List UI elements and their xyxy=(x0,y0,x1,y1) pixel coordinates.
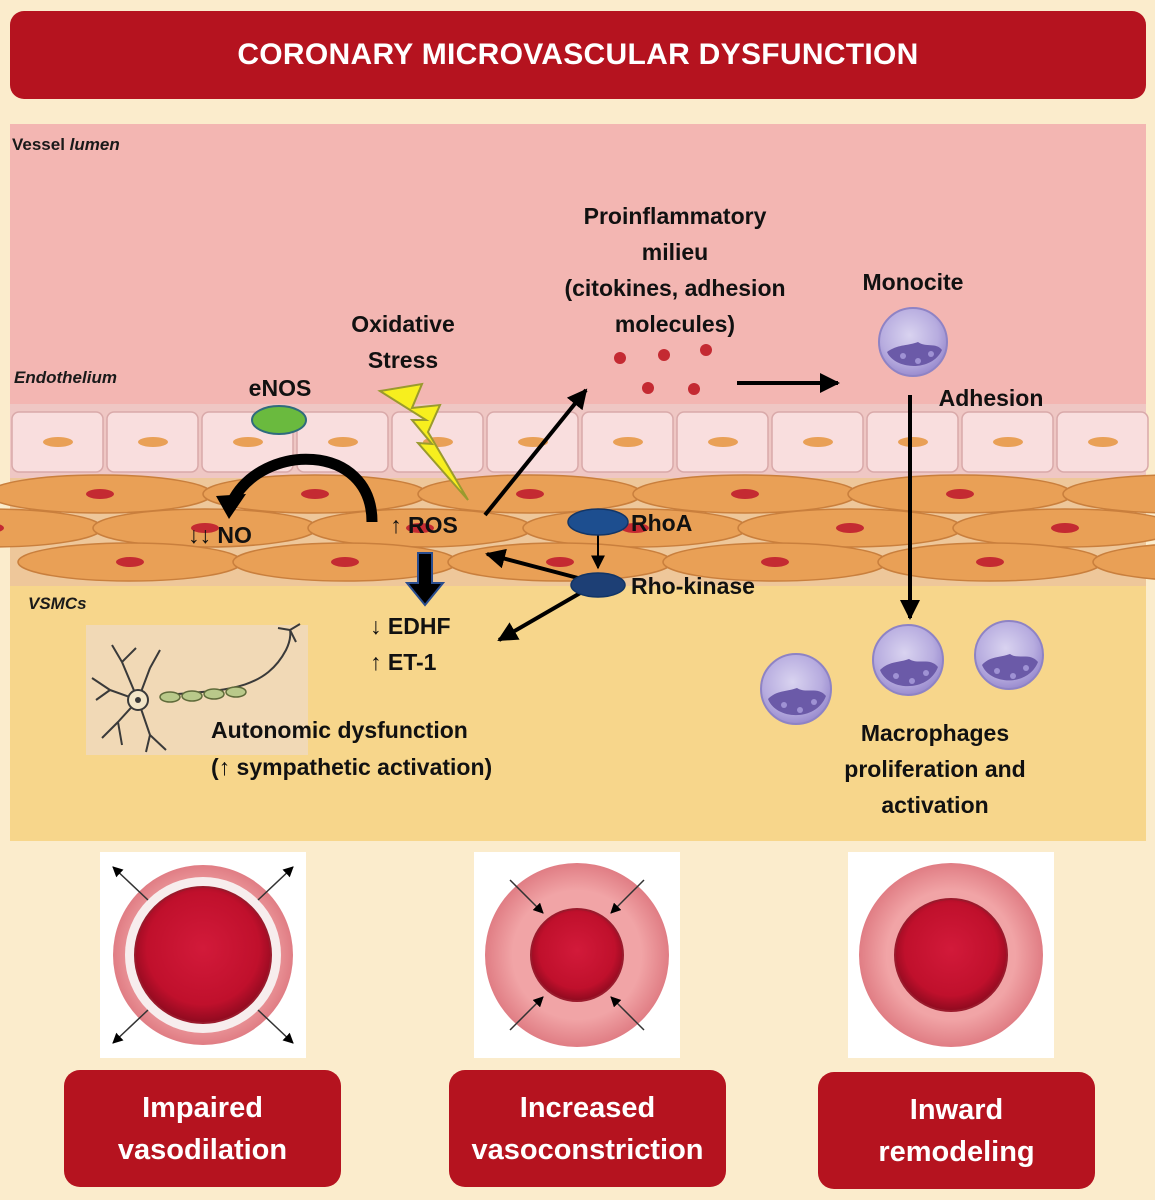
milieu-line-1: Proinflammatory xyxy=(583,203,767,229)
enos-curved-arrowhead xyxy=(216,494,246,519)
no-label: ↓↓ NO xyxy=(188,522,252,548)
neuron-icon xyxy=(86,623,308,755)
oxidative-line: Oxidative xyxy=(351,311,455,337)
outcome-3-line-1: Inward xyxy=(909,1093,1004,1126)
smooth-muscle-nucleus xyxy=(116,557,144,567)
smooth-muscle-nucleus xyxy=(331,557,359,567)
proinflammatory-milieu-label: Proinflammatory milieu (citokines, adhes… xyxy=(520,198,830,342)
outcome-inward-remodeling: Inward remodeling xyxy=(818,1072,1095,1189)
lumen-italic: lumen xyxy=(69,135,120,154)
vsmc-zone-label: VSMCs xyxy=(28,594,87,613)
stress-line: Stress xyxy=(367,347,439,373)
rhokinase-to-ros-arrow xyxy=(485,548,579,580)
endothelial-nucleus xyxy=(613,437,643,447)
smooth-muscle-nucleus xyxy=(761,557,789,567)
rhokinase-ellipse xyxy=(570,572,626,598)
vessel-cross-section-icon xyxy=(859,863,1043,1047)
ros-to-milieu-arrow xyxy=(483,388,588,517)
macrophage-icons xyxy=(760,620,1044,725)
endothelium-zone-label: Endothelium xyxy=(14,368,117,387)
macrophages-line-3: activation xyxy=(881,792,989,818)
macrophage-3 xyxy=(974,620,1044,690)
smooth-muscle-nucleus xyxy=(191,523,219,533)
monocyte-icon xyxy=(878,307,948,377)
adhesion-label: Adhesion xyxy=(938,385,1044,411)
milieu-line-4: molecules) xyxy=(614,311,736,337)
autonomic-line-1: Autonomic dysfunction xyxy=(211,717,468,743)
milieu-line-3: (citokines, adhesion xyxy=(564,275,786,301)
smooth-muscle-cell xyxy=(1092,544,1155,580)
endothelial-nucleus xyxy=(898,437,928,447)
lightning-icon xyxy=(377,382,469,501)
et1-label: ↑ ET-1 xyxy=(370,649,437,675)
smooth-muscle-nucleus xyxy=(546,557,574,567)
vessel-lumen-zone xyxy=(10,124,1146,410)
macrophages-line-1: Macrophages xyxy=(860,720,1010,746)
lumen-prefix: Vessel xyxy=(12,135,70,154)
macrophages-line-2: proliferation and xyxy=(844,756,1026,782)
macrophages-label: Macrophages proliferation and activation xyxy=(810,715,1060,823)
lumen-zone-label: Vessel lumen xyxy=(12,135,120,155)
outcome-increased-vasoconstriction: Increased vasoconstriction xyxy=(449,1070,726,1187)
endothelial-nucleus xyxy=(138,437,168,447)
oxidative-stress-label: Oxidative Stress xyxy=(318,306,488,378)
smooth-muscle-nucleus xyxy=(86,489,114,499)
endothelial-nucleus xyxy=(43,437,73,447)
smooth-muscle-nucleus xyxy=(731,489,759,499)
endothelial-nucleus xyxy=(1088,437,1118,447)
vessel-cross-section-icon xyxy=(112,865,294,1045)
macrophage-1 xyxy=(760,653,832,725)
smooth-muscle-nucleus xyxy=(406,523,434,533)
outcome-2-line-2: vasoconstriction xyxy=(471,1133,704,1166)
smooth-muscle-cell xyxy=(1062,474,1155,514)
edhf-label: ↓ EDHF xyxy=(370,613,451,639)
rhoa-label: RhoA xyxy=(631,510,693,536)
outcome-1-line-1: Impaired xyxy=(142,1091,263,1124)
endothelial-nucleus xyxy=(708,437,738,447)
milieu-line-2: milieu xyxy=(641,239,709,265)
endothelial-nucleus xyxy=(803,437,833,447)
enos-label: eNOS xyxy=(248,375,312,401)
title-text: CORONARY MICROVASCULAR DYSFUNCTION xyxy=(237,38,919,71)
enos-curved-arrow xyxy=(227,453,378,523)
vessel-cross-section-icon xyxy=(485,863,669,1047)
rhokinase-to-edhf-arrow xyxy=(497,590,584,642)
smooth-muscle-nucleus xyxy=(946,489,974,499)
ros-label: ↑ ROS xyxy=(390,512,458,538)
smooth-muscle-nucleus xyxy=(621,523,649,533)
smooth-muscle-nucleus xyxy=(301,489,329,499)
endothelium-layer xyxy=(10,404,1149,480)
outcome-2-line-1: Increased xyxy=(519,1091,656,1124)
smooth-muscle-nucleus xyxy=(516,489,544,499)
endothelial-nucleus xyxy=(328,437,358,447)
diagram-title: CORONARY MICROVASCULAR DYSFUNCTION xyxy=(10,11,1146,99)
smooth-muscle-nucleus xyxy=(836,523,864,533)
autonomic-line-2: (↑ sympathetic activation) xyxy=(211,754,493,780)
outcome-impaired-vasodilation: Impaired vasodilation xyxy=(64,1070,341,1187)
macrophage-2 xyxy=(872,624,944,696)
cytokine-dots xyxy=(614,344,712,395)
smooth-muscle-nucleus xyxy=(1051,523,1079,533)
monocite-label: Monocite xyxy=(862,269,964,295)
smooth-muscle-nucleus xyxy=(976,557,1004,567)
ros-down-arrow xyxy=(404,552,446,607)
vessel-illustrations xyxy=(100,852,1054,1058)
endothelial-nucleus xyxy=(233,437,263,447)
enos-ellipse xyxy=(251,405,307,435)
endothelial-nucleus xyxy=(993,437,1023,447)
outcome-1-line-2: vasodilation xyxy=(117,1133,288,1166)
rho-kinase-label: Rho-kinase xyxy=(631,573,755,599)
smooth-muscle-nucleus xyxy=(0,524,4,532)
autonomic-dysfunction-label: Autonomic dysfunction (↑ sympathetic act… xyxy=(211,712,571,786)
rhoa-ellipse xyxy=(567,508,629,536)
outcome-3-line-2: remodeling xyxy=(878,1135,1035,1168)
